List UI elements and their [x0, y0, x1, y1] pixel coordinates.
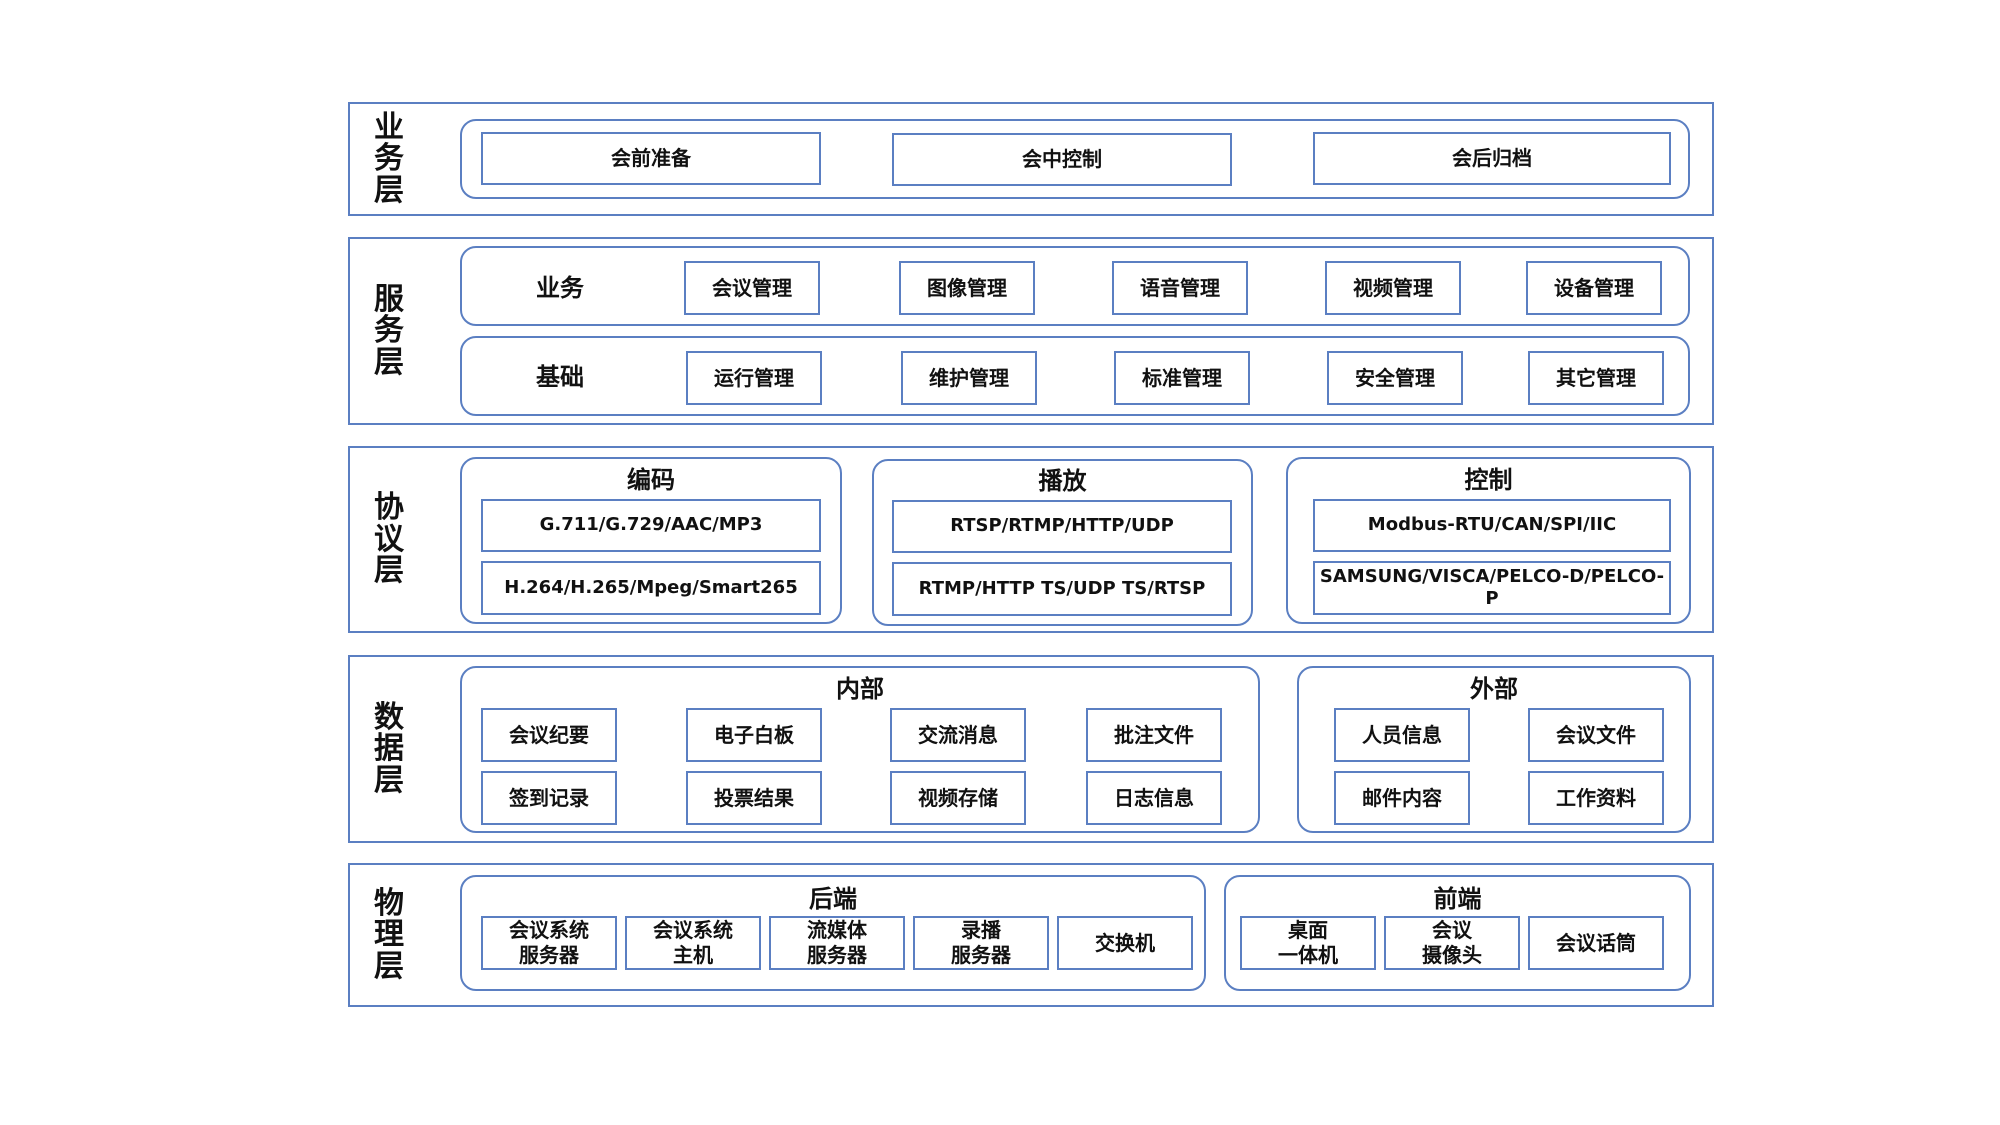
internal-group	[460, 666, 1260, 833]
item-meeting-camera[interactable]: 会议摄像头	[1384, 916, 1520, 970]
item-meeting-system-host[interactable]: 会议系统主机	[625, 916, 761, 970]
item-security-management[interactable]: 安全管理	[1327, 351, 1463, 405]
item-annotated-files[interactable]: 批注文件	[1086, 708, 1222, 762]
frontend-title: 前端	[1433, 885, 1482, 913]
item-chat-messages[interactable]: 交流消息	[890, 708, 1026, 762]
item-post-meeting-archive[interactable]: 会后归档	[1313, 132, 1671, 185]
business-layer	[348, 102, 1714, 216]
external-group	[1297, 666, 1691, 833]
item-in-meeting-control[interactable]: 会中控制	[892, 133, 1232, 186]
item-video-storage[interactable]: 视频存储	[890, 771, 1026, 825]
item-voice-management[interactable]: 语音管理	[1112, 261, 1248, 315]
item-video-management[interactable]: 视频管理	[1325, 261, 1461, 315]
control-group	[1286, 457, 1691, 624]
data-layer	[348, 655, 1714, 843]
item-work-materials[interactable]: 工作资料	[1528, 771, 1664, 825]
item-transport-protocols[interactable]: RTMP/HTTP TS/UDP TS/RTSP	[892, 562, 1232, 616]
service-layer-title: 服 务 层	[374, 281, 404, 380]
encoding-title: 编码	[627, 466, 675, 494]
item-image-management[interactable]: 图像管理	[899, 261, 1035, 315]
item-email-content[interactable]: 邮件内容	[1334, 771, 1470, 825]
external-title: 外部	[1470, 675, 1518, 703]
item-recording-server[interactable]: 录播服务器	[913, 916, 1049, 970]
item-camera-control-protocols[interactable]: SAMSUNG/VISCA/PELCO-D/PELCO-P	[1313, 561, 1671, 615]
item-standard-management[interactable]: 标准管理	[1114, 351, 1250, 405]
service-layer	[348, 237, 1714, 425]
service-business-row	[460, 246, 1690, 326]
internal-title: 内部	[836, 675, 884, 703]
item-streaming-media-server[interactable]: 流媒体服务器	[769, 916, 905, 970]
item-desktop-all-in-one[interactable]: 桌面一体机	[1240, 916, 1376, 970]
playback-group	[872, 459, 1253, 626]
playback-title: 播放	[1038, 467, 1087, 495]
item-device-management[interactable]: 设备管理	[1526, 261, 1662, 315]
item-log-info[interactable]: 日志信息	[1086, 771, 1222, 825]
item-meeting-system-server[interactable]: 会议系统服务器	[481, 916, 617, 970]
service-base-row	[460, 336, 1690, 416]
item-operation-management[interactable]: 运行管理	[686, 351, 822, 405]
item-meeting-files[interactable]: 会议文件	[1528, 708, 1664, 762]
item-bus-protocols[interactable]: Modbus-RTU/CAN/SPI/IIC	[1313, 499, 1671, 552]
service-base-label: 基础	[536, 363, 584, 391]
service-business-label: 业务	[536, 274, 584, 302]
protocol-layer	[348, 446, 1714, 633]
item-maintenance-management[interactable]: 维护管理	[901, 351, 1037, 405]
business-layer-title: 业 务 层	[374, 109, 404, 208]
item-pre-meeting[interactable]: 会前准备	[481, 132, 821, 185]
item-vote-results[interactable]: 投票结果	[686, 771, 822, 825]
item-streaming-protocols[interactable]: RTSP/RTMP/HTTP/UDP	[892, 500, 1232, 553]
data-layer-title: 数 据 层	[374, 699, 404, 798]
frontend-group	[1224, 875, 1691, 991]
backend-title: 后端	[809, 885, 857, 913]
item-switch[interactable]: 交换机	[1057, 916, 1193, 970]
physical-layer-title: 物 理 层	[374, 885, 404, 984]
protocol-layer-title: 协 议 层	[374, 490, 404, 589]
item-sign-in-records[interactable]: 签到记录	[481, 771, 617, 825]
item-meeting-management[interactable]: 会议管理	[684, 261, 820, 315]
control-title: 控制	[1464, 466, 1513, 494]
item-personnel-info[interactable]: 人员信息	[1334, 708, 1470, 762]
item-meeting-minutes[interactable]: 会议纪要	[481, 708, 617, 762]
item-audio-codecs[interactable]: G.711/G.729/AAC/MP3	[481, 499, 821, 552]
encoding-group	[460, 457, 842, 624]
item-video-codecs[interactable]: H.264/H.265/Mpeg/Smart265	[481, 561, 821, 615]
backend-group	[460, 875, 1206, 991]
item-meeting-microphone[interactable]: 会议话筒	[1528, 916, 1664, 970]
physical-layer	[348, 863, 1714, 1007]
item-whiteboard[interactable]: 电子白板	[686, 708, 822, 762]
item-other-management[interactable]: 其它管理	[1528, 351, 1664, 405]
business-group	[460, 119, 1690, 199]
